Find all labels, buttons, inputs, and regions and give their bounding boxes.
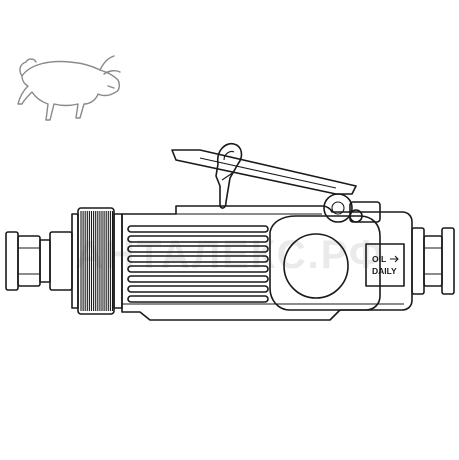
oil-label-line1: OIL [372, 254, 386, 264]
safety-clip [215, 142, 243, 209]
collet-nut [5, 231, 73, 291]
grip-slot [127, 225, 269, 233]
grip-slot [127, 235, 269, 243]
watermark-text: АНТАЛЕКС.РФ [75, 233, 385, 277]
grip-slot [127, 285, 269, 293]
grip-slot [127, 275, 269, 283]
air-inlet-fitting [411, 227, 455, 295]
grip-slot [127, 245, 269, 253]
oil-label-box [365, 243, 405, 287]
grip-slot [127, 255, 269, 263]
knurled-ring [71, 207, 123, 315]
bull-logo [17, 55, 121, 121]
grinder-body: OIL DAILY [121, 205, 413, 321]
grip-slot [127, 265, 269, 273]
grip-slots [127, 225, 269, 303]
throttle-lever [171, 149, 381, 223]
oil-label-line2: DAILY [372, 266, 397, 276]
grip-slot [127, 295, 269, 303]
oil-arrow-icon [390, 255, 399, 263]
air-inlet-circle [283, 233, 349, 299]
